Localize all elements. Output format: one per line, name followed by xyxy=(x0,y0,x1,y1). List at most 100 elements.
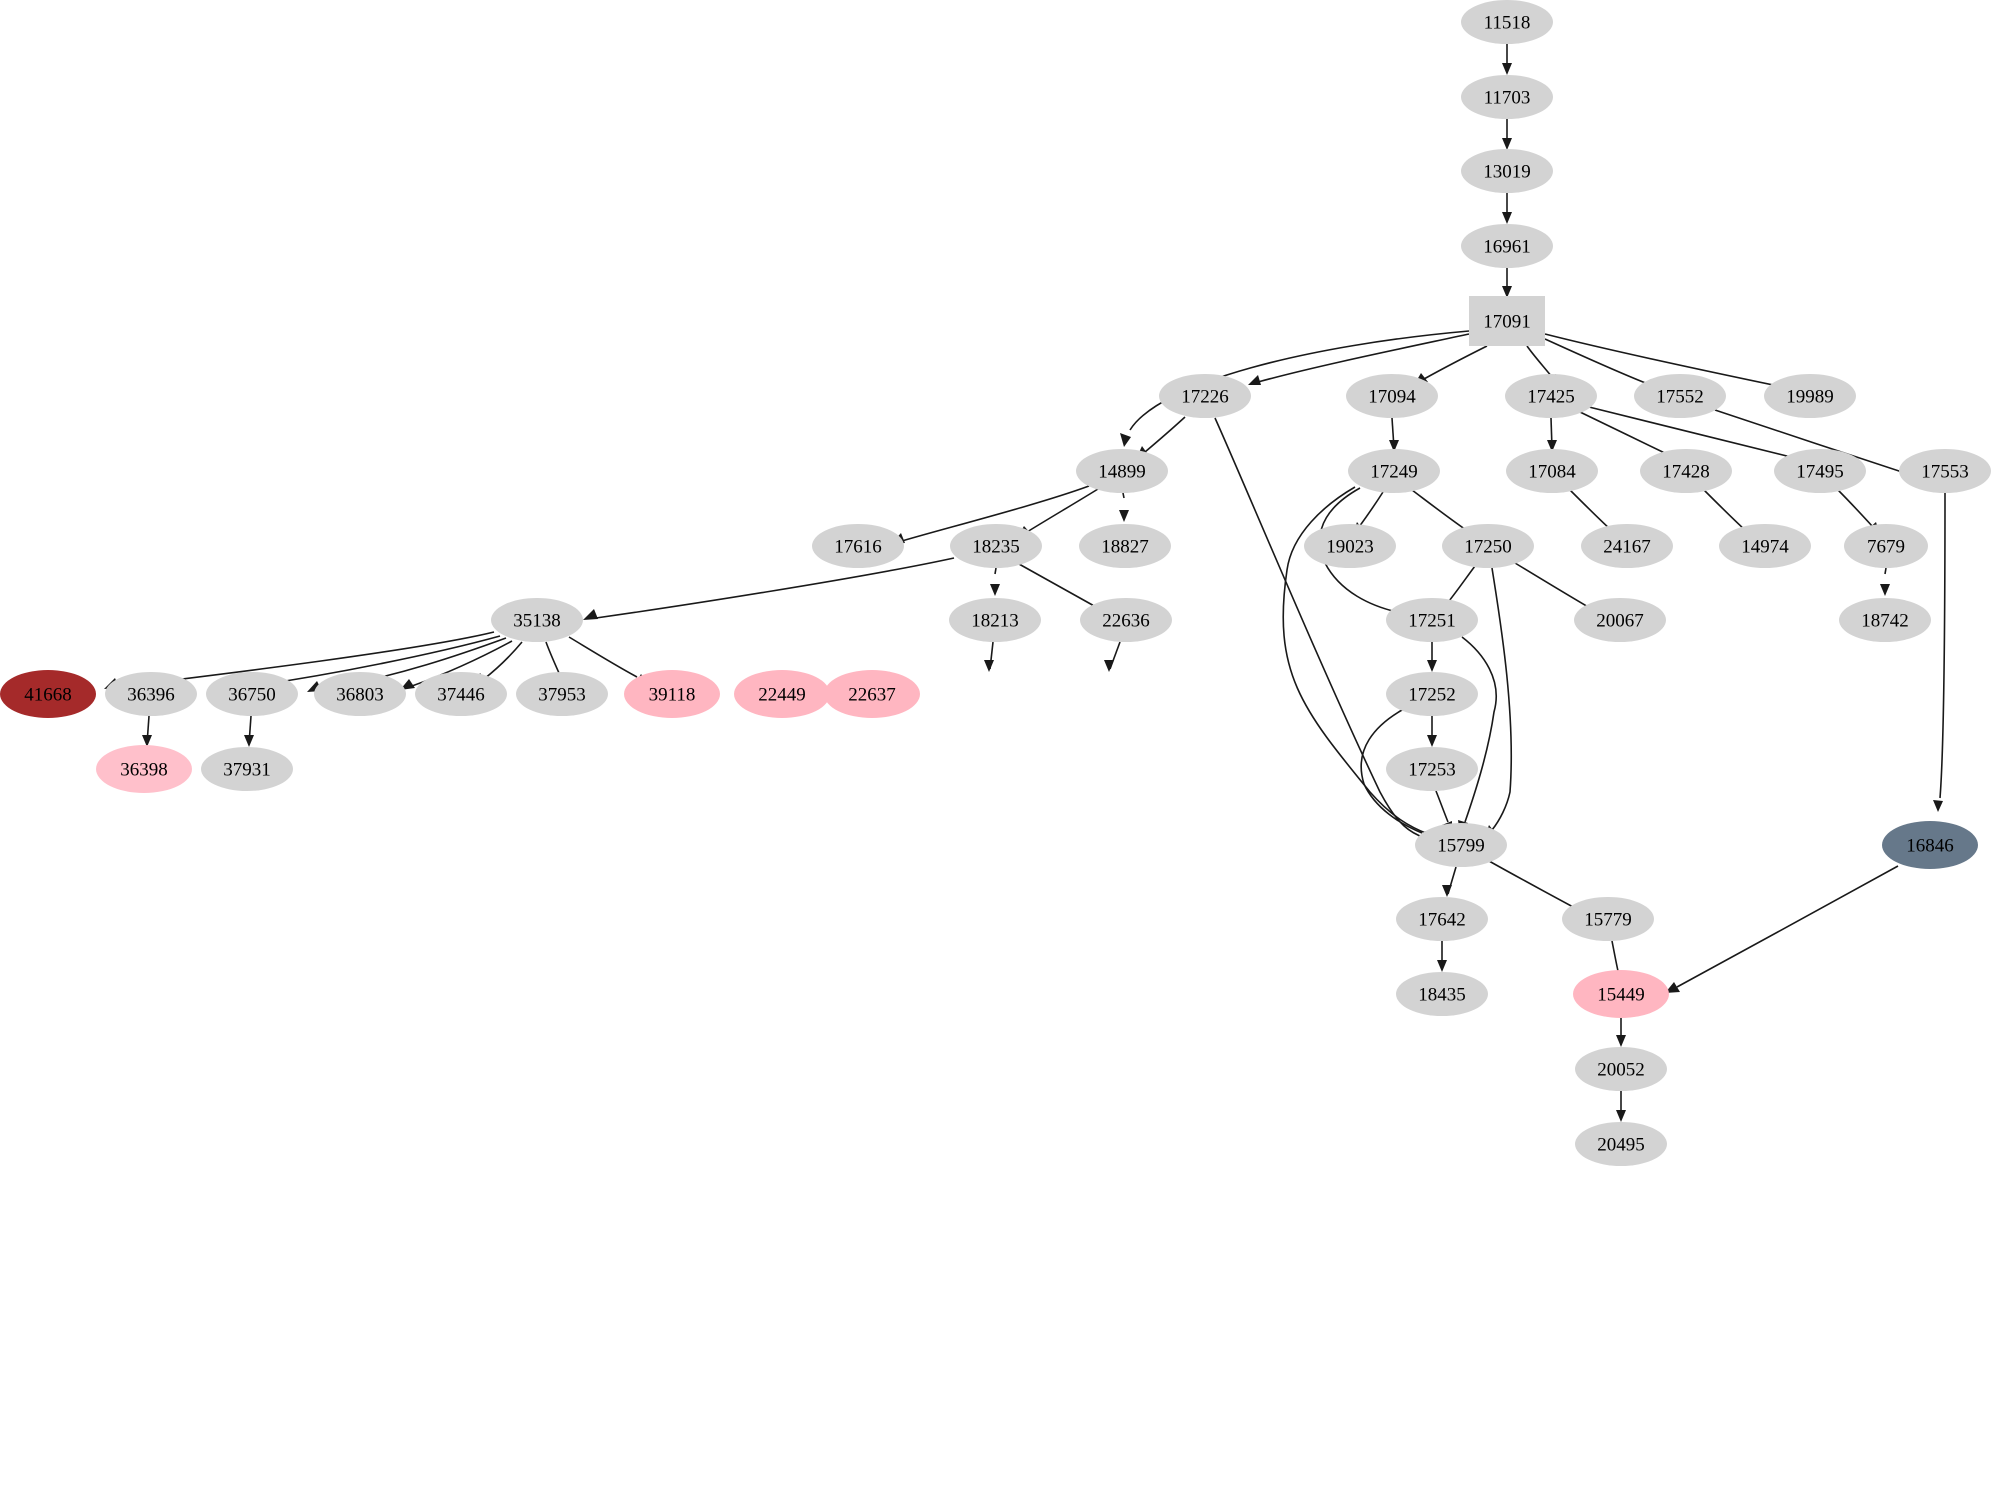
node-ellipse[interactable] xyxy=(1764,374,1856,418)
node-ellipse[interactable] xyxy=(949,598,1041,642)
graph-node-19023[interactable]: 19023 xyxy=(1304,524,1396,568)
node-ellipse[interactable] xyxy=(1562,897,1654,941)
graph-node-18213[interactable]: 18213 xyxy=(949,598,1041,642)
graph-node-36803[interactable]: 36803 xyxy=(314,672,406,716)
node-ellipse[interactable] xyxy=(824,670,920,718)
node-ellipse[interactable] xyxy=(1899,449,1991,493)
graph-node-15779[interactable]: 15779 xyxy=(1562,897,1654,941)
graph-node-17252[interactable]: 17252 xyxy=(1386,672,1478,716)
node-ellipse[interactable] xyxy=(1839,598,1931,642)
node-ellipse[interactable] xyxy=(201,747,293,791)
node-ellipse[interactable] xyxy=(1634,374,1726,418)
graph-node-7679[interactable]: 7679 xyxy=(1844,524,1928,568)
graph-node-11518[interactable]: 11518 xyxy=(1461,0,1553,44)
node-ellipse[interactable] xyxy=(1386,598,1478,642)
graph-node-17553[interactable]: 17553 xyxy=(1899,449,1991,493)
graph-node-18742[interactable]: 18742 xyxy=(1839,598,1931,642)
node-ellipse[interactable] xyxy=(1575,1122,1667,1166)
graph-node-17425[interactable]: 17425 xyxy=(1505,374,1597,418)
graph-node-16961[interactable]: 16961 xyxy=(1461,224,1553,268)
graph-node-22637[interactable]: 22637 xyxy=(824,670,920,718)
graph-node-20495[interactable]: 20495 xyxy=(1575,1122,1667,1166)
graph-node-17250[interactable]: 17250 xyxy=(1442,524,1534,568)
graph-node-37931[interactable]: 37931 xyxy=(201,747,293,791)
graph-node-15449[interactable]: 15449 xyxy=(1573,970,1669,1018)
node-ellipse[interactable] xyxy=(1719,524,1811,568)
node-ellipse[interactable] xyxy=(1396,897,1488,941)
graph-node-19989[interactable]: 19989 xyxy=(1764,374,1856,418)
graph-node-14974[interactable]: 14974 xyxy=(1719,524,1811,568)
node-ellipse[interactable] xyxy=(1386,672,1478,716)
graph-node-41668[interactable]: 41668 xyxy=(0,670,96,718)
graph-node-37446[interactable]: 37446 xyxy=(415,672,507,716)
graph-node-39118[interactable]: 39118 xyxy=(624,670,720,718)
graph-node-17642[interactable]: 17642 xyxy=(1396,897,1488,941)
node-ellipse[interactable] xyxy=(1415,823,1507,867)
node-ellipse[interactable] xyxy=(1396,972,1488,1016)
node-ellipse[interactable] xyxy=(0,670,96,718)
graph-node-17091[interactable]: 17091 xyxy=(1469,296,1545,346)
graph-node-13019[interactable]: 13019 xyxy=(1461,149,1553,193)
graph-node-17428[interactable]: 17428 xyxy=(1640,449,1732,493)
graph-node-18235[interactable]: 18235 xyxy=(950,524,1042,568)
graph-node-36398[interactable]: 36398 xyxy=(96,745,192,793)
node-ellipse[interactable] xyxy=(96,745,192,793)
node-ellipse[interactable] xyxy=(1461,75,1553,119)
node-ellipse[interactable] xyxy=(734,670,830,718)
node-ellipse[interactable] xyxy=(812,524,904,568)
node-ellipse[interactable] xyxy=(1304,524,1396,568)
node-ellipse[interactable] xyxy=(1573,970,1669,1018)
graph-node-17226[interactable]: 17226 xyxy=(1159,374,1251,418)
node-ellipse[interactable] xyxy=(1076,449,1168,493)
node-ellipse[interactable] xyxy=(1461,149,1553,193)
graph-node-17616[interactable]: 17616 xyxy=(812,524,904,568)
graph-node-18435[interactable]: 18435 xyxy=(1396,972,1488,1016)
node-ellipse[interactable] xyxy=(624,670,720,718)
node-ellipse[interactable] xyxy=(314,672,406,716)
graph-node-22449[interactable]: 22449 xyxy=(734,670,830,718)
node-ellipse[interactable] xyxy=(1774,449,1866,493)
node-ellipse[interactable] xyxy=(1159,374,1251,418)
node-ellipse[interactable] xyxy=(1844,524,1928,568)
graph-node-22636[interactable]: 22636 xyxy=(1080,598,1172,642)
graph-node-37953[interactable]: 37953 xyxy=(516,672,608,716)
node-ellipse[interactable] xyxy=(1346,374,1438,418)
graph-node-14899[interactable]: 14899 xyxy=(1076,449,1168,493)
node-ellipse[interactable] xyxy=(1575,1047,1667,1091)
node-ellipse[interactable] xyxy=(1348,449,1440,493)
graph-node-17084[interactable]: 17084 xyxy=(1506,449,1598,493)
graph-node-17251[interactable]: 17251 xyxy=(1386,598,1478,642)
node-ellipse[interactable] xyxy=(1640,449,1732,493)
graph-node-24167[interactable]: 24167 xyxy=(1581,524,1673,568)
graph-node-18827[interactable]: 18827 xyxy=(1079,524,1171,568)
graph-node-15799[interactable]: 15799 xyxy=(1415,823,1507,867)
graph-node-17495[interactable]: 17495 xyxy=(1774,449,1866,493)
node-ellipse[interactable] xyxy=(1506,449,1598,493)
node-ellipse[interactable] xyxy=(206,672,298,716)
graph-node-36750[interactable]: 36750 xyxy=(206,672,298,716)
node-ellipse[interactable] xyxy=(1080,598,1172,642)
node-ellipse[interactable] xyxy=(1882,821,1978,869)
node-ellipse[interactable] xyxy=(1505,374,1597,418)
graph-node-36396[interactable]: 36396 xyxy=(105,672,197,716)
graph-node-17249[interactable]: 17249 xyxy=(1348,449,1440,493)
graph-node-16846[interactable]: 16846 xyxy=(1882,821,1978,869)
graph-node-20052[interactable]: 20052 xyxy=(1575,1047,1667,1091)
node-ellipse[interactable] xyxy=(1461,224,1553,268)
node-ellipse[interactable] xyxy=(1574,598,1666,642)
node-ellipse[interactable] xyxy=(105,672,197,716)
graph-node-17552[interactable]: 17552 xyxy=(1634,374,1726,418)
node-ellipse[interactable] xyxy=(1079,524,1171,568)
node-ellipse[interactable] xyxy=(516,672,608,716)
node-ellipse[interactable] xyxy=(415,672,507,716)
graph-node-17094[interactable]: 17094 xyxy=(1346,374,1438,418)
node-ellipse[interactable] xyxy=(491,598,583,642)
node-ellipse[interactable] xyxy=(1386,747,1478,791)
node-ellipse[interactable] xyxy=(1442,524,1534,568)
node-ellipse[interactable] xyxy=(950,524,1042,568)
graph-node-35138[interactable]: 35138 xyxy=(491,598,583,642)
node-ellipse[interactable] xyxy=(1581,524,1673,568)
graph-node-20067[interactable]: 20067 xyxy=(1574,598,1666,642)
node-box[interactable] xyxy=(1469,296,1545,346)
graph-node-11703[interactable]: 11703 xyxy=(1461,75,1553,119)
